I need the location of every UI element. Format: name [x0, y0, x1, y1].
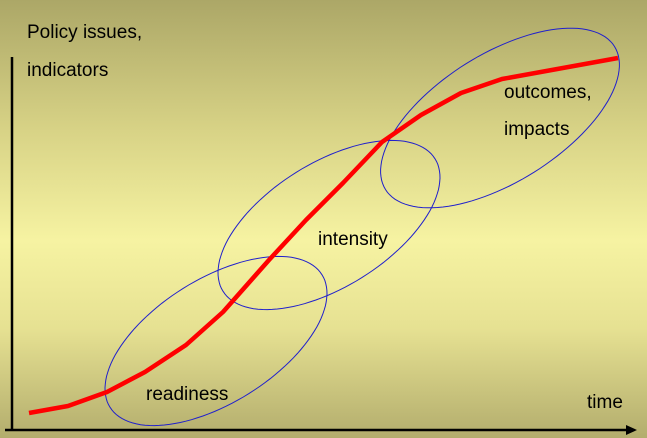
y-axis-label-line1: Policy issues,	[27, 22, 142, 43]
progress-curve	[28, 55, 619, 416]
intensity-ellipse	[217, 139, 441, 311]
intensity-label: intensity	[318, 229, 388, 250]
outcomes-ellipse	[380, 27, 620, 209]
x-axis-label: time	[587, 392, 623, 413]
x-axis-arrowhead	[626, 425, 637, 435]
readiness-ellipse	[104, 255, 328, 427]
outcomes-label-line2: impacts	[504, 119, 569, 140]
outcomes-label-line1: outcomes,	[504, 82, 592, 103]
y-axis-label-line2: indicators	[27, 60, 108, 81]
readiness-label: readiness	[146, 384, 228, 405]
